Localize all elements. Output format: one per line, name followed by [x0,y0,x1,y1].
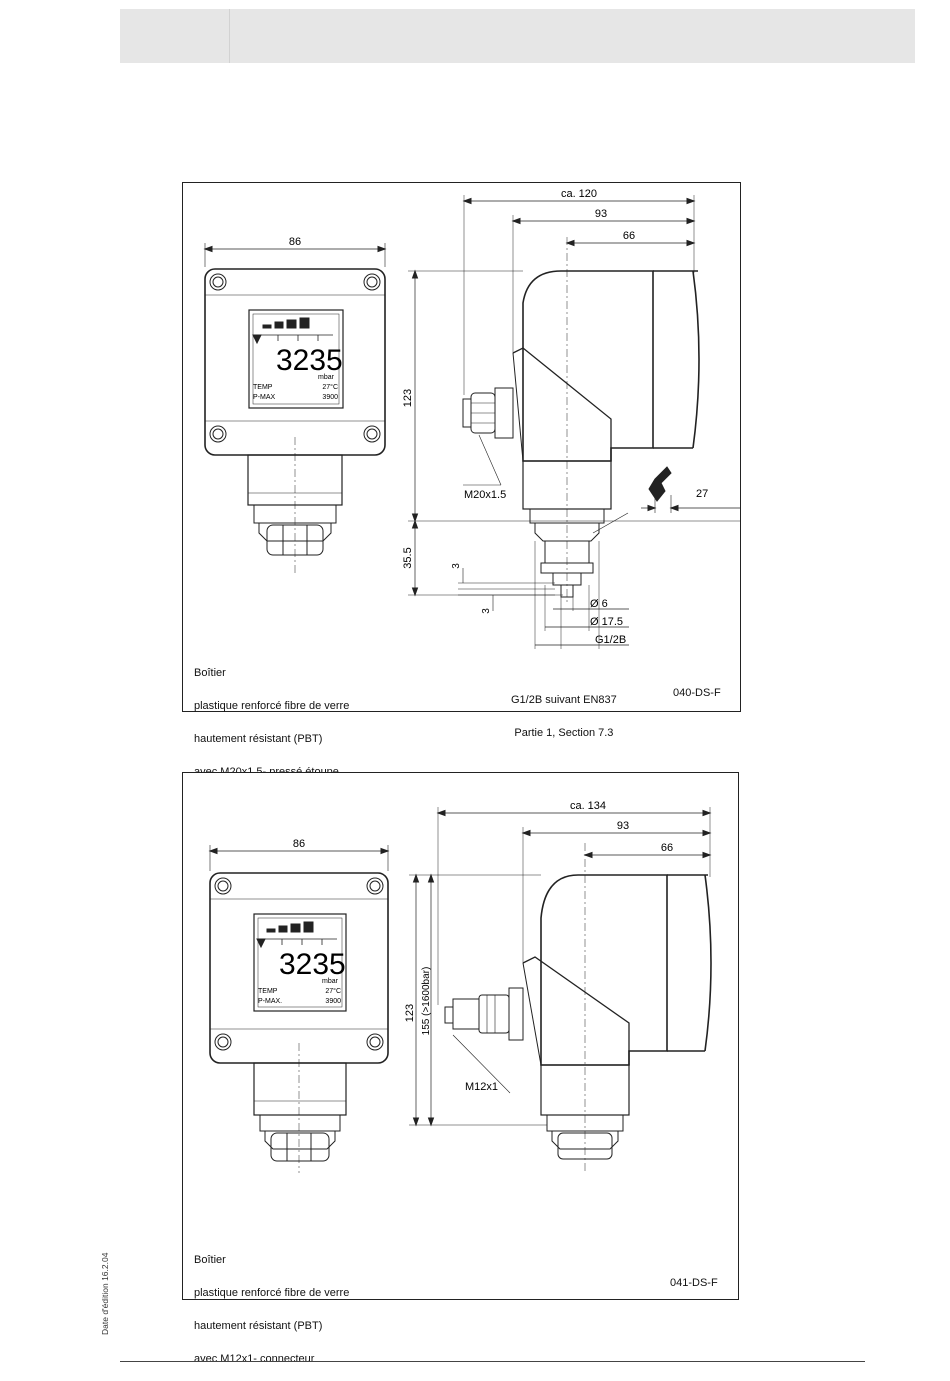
caption-1-line-2: plastique renforcé fibre de verre [194,700,350,712]
dim2-66: 66 [661,842,673,854]
dim-dia6: Ø 6 [590,598,608,610]
drawing-ref-2: 041-DS-F [670,1277,718,1289]
drawing-2-svg: 3235 mbar TEMP 27°C P-MAX. 3900 86 ca. 1… [208,800,712,1173]
dim-3a: 3 [451,563,462,569]
caption-1: Boîtier plastique renforcé fibre de verr… [194,646,349,789]
caption-2: Boîtier plastique renforcé fibre de verr… [194,1233,349,1376]
dim-dia17: Ø 17.5 [590,616,623,628]
edition-date: Date d'édition 16.2.04 [100,1252,110,1335]
dim-total-width: ca. 120 [561,188,597,200]
lcd-temp-value: 27°C [322,383,338,391]
lcd2-value: 3235 [279,948,346,981]
dim-height: 123 [402,389,414,407]
dim2-total-width: ca. 134 [570,800,606,812]
caption-2-line-3: hautement résistant (PBT) [194,1320,323,1332]
dim-thread: G1/2B [595,634,626,646]
dim-wrench: 27 [696,488,708,500]
drawing-panel-2: 3235 mbar TEMP 27°C P-MAX. 3900 86 ca. 1… [182,772,739,1365]
caption-1-line-1: Boîtier [194,667,226,679]
lcd-value: 3235 [276,344,343,377]
lcd-pmax-value: 3900 [322,394,338,401]
dim-width-front: 86 [289,236,301,248]
dim-lower-height: 35.5 [402,547,414,568]
dim-66: 66 [623,230,635,242]
lcd2-pmax-label: P-MAX. [258,998,282,1005]
caption-2-line-1: Boîtier [194,1254,226,1266]
dim-gland: M20x1.5 [464,489,506,501]
dim-3b: 3 [481,608,492,614]
dim2-connector: M12x1 [465,1081,498,1093]
caption-2-line-4: avec M12x1- connecteur [194,1353,315,1365]
lcd2-pmax-value: 3900 [325,998,341,1005]
dim2-height: 123 [404,1004,416,1022]
lcd-unit: mbar [318,374,335,381]
header-band [120,9,915,63]
drawing-panel-1: 3235 mbar TEMP 27°C P-MAX 3900 86 ca. 12… [182,182,741,778]
header-divider [229,9,230,63]
dim2-width-front: 86 [293,838,305,850]
lcd-temp-label: TEMP [253,384,273,391]
dim2-93: 93 [617,820,629,832]
footer-rule [120,1361,865,1362]
lcd2-temp-label: TEMP [258,988,278,995]
thread-note: G1/2B suivant EN837 Partie 1, Section 7.… [511,673,617,750]
dim-93: 93 [595,208,607,220]
thread-note-line-2: Partie 1, Section 7.3 [514,727,614,739]
lcd2-temp-value: 27°C [325,987,341,995]
drawing-1-svg: 3235 mbar TEMP 27°C P-MAX 3900 86 ca. 12… [203,188,741,649]
lcd2-unit: mbar [322,978,339,985]
lcd-pmax-label: P-MAX [253,394,276,401]
dim2-height-hp: 155 (>1600bar) [421,967,432,1036]
caption-2-line-2: plastique renforcé fibre de verre [194,1287,350,1299]
thread-note-line-1: G1/2B suivant EN837 [511,694,617,706]
caption-1-line-3: hautement résistant (PBT) [194,733,323,745]
drawing-ref-1: 040-DS-F [673,687,721,699]
